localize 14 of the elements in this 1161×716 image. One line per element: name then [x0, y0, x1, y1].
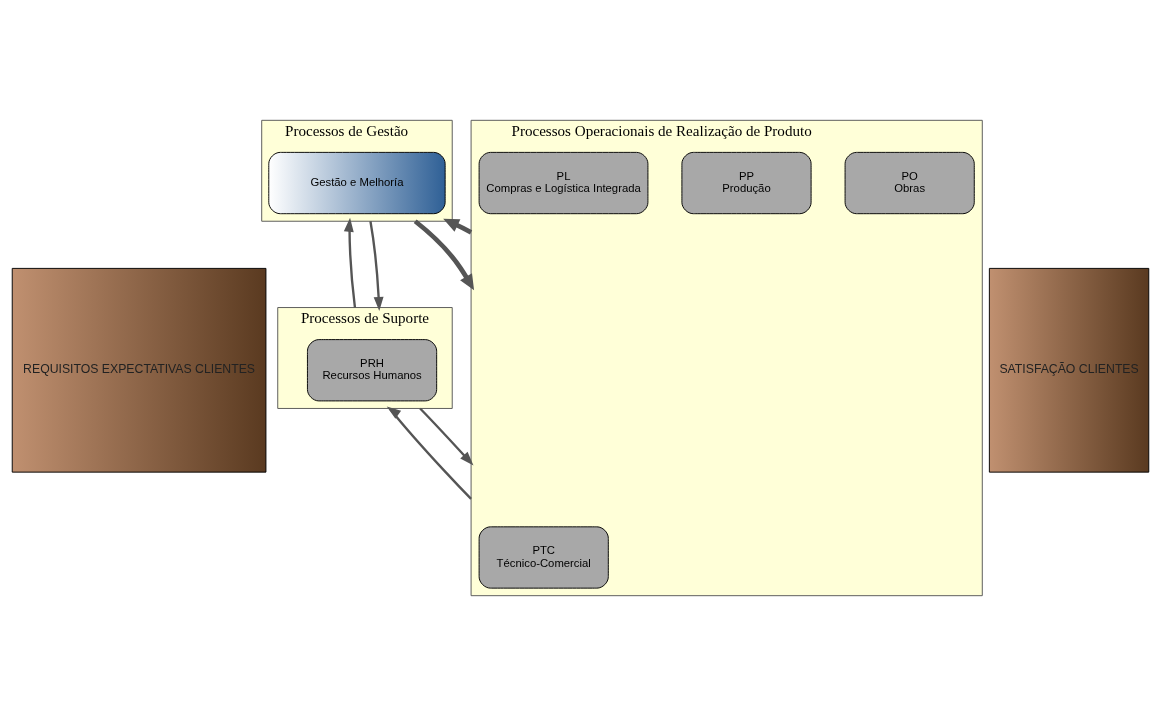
node-box: PO Obras — [844, 151, 975, 215]
arrow — [369, 221, 384, 312]
node-box: PL Compras e Logística Integrada — [478, 151, 649, 215]
node-box: REQUISITOS EXPECTATIVAS CLIENTES — [11, 267, 267, 473]
arrow — [343, 217, 357, 308]
node-box: Gestão e Melhoría — [268, 151, 446, 215]
arrow — [386, 406, 472, 500]
node-box: SATISFAÇÃO CLIENTES — [988, 267, 1150, 473]
arrow — [413, 219, 475, 291]
node-box: PTC Técnico-Comercial — [478, 526, 609, 589]
arrow — [443, 218, 473, 235]
arrow — [419, 407, 474, 466]
node-box: PRH Recursos Humanos — [306, 339, 438, 402]
node-box: PP Produção — [681, 151, 812, 215]
